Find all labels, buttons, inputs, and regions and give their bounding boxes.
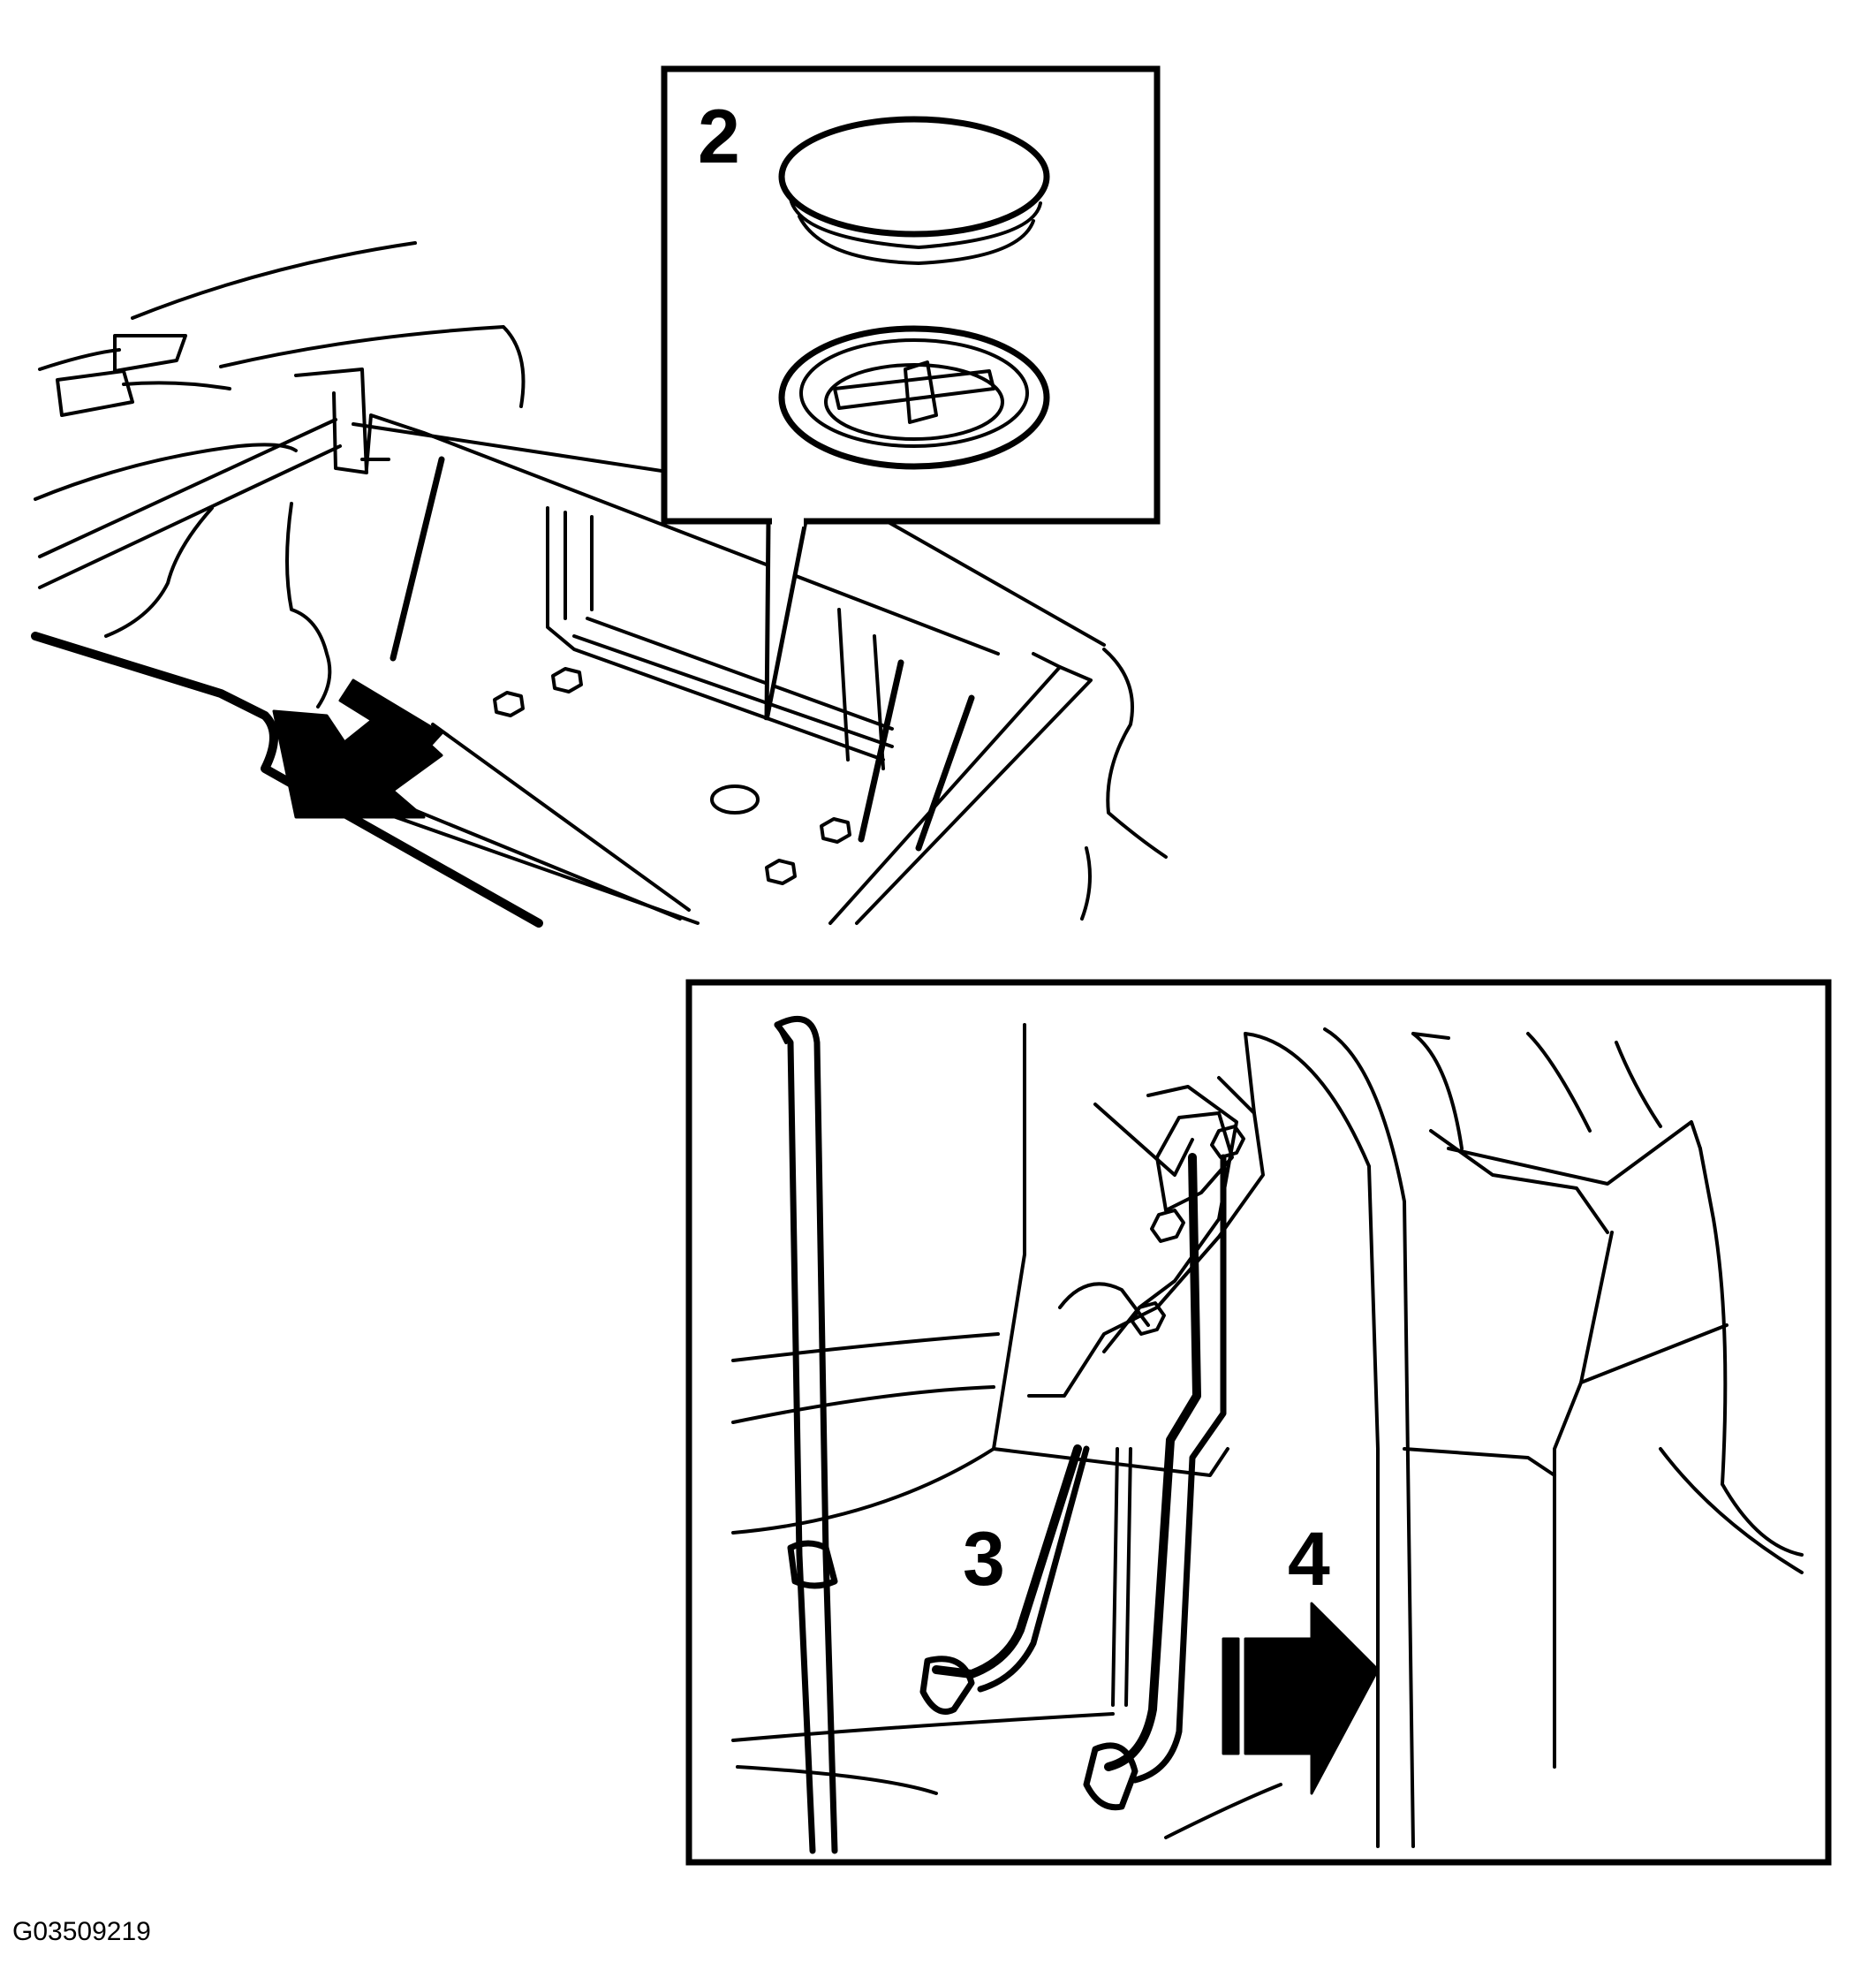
arrow-down-left-icon	[272, 678, 443, 819]
callout-label-4: 4	[1288, 1517, 1330, 1602]
inset-lower-fuel-line-detail	[685, 979, 1832, 1866]
inset-2-plug-detail	[661, 65, 1161, 527]
callout-label-2: 2	[698, 95, 740, 179]
arrow-right-icon	[1222, 1602, 1380, 1795]
callout-label-3: 3	[963, 1517, 1005, 1602]
figure-code: G03509219	[12, 1917, 151, 1946]
